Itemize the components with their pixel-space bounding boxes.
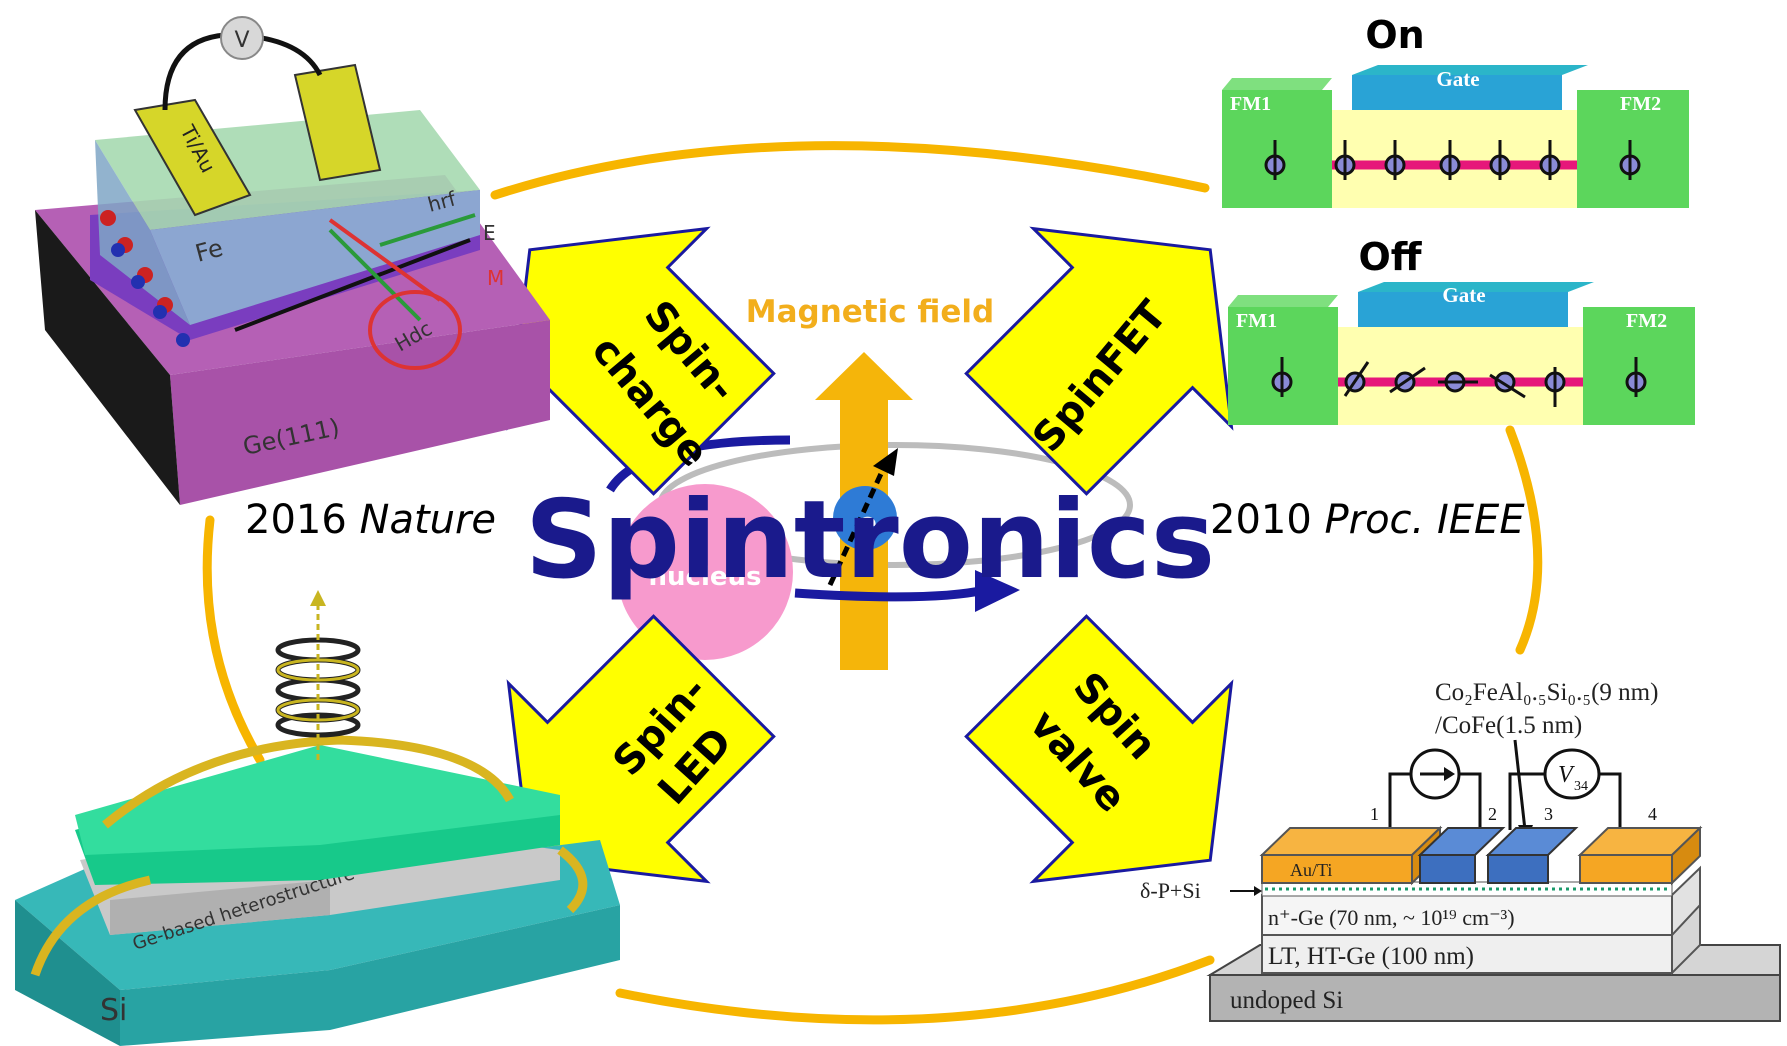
- ti-au-contact-left: [133, 98, 252, 217]
- ring-arc-left: [202, 515, 265, 765]
- lt-ht-ge-label: LT, HT-Ge (100 nm): [1268, 943, 1474, 970]
- fm2-off-label: FM2: [1626, 310, 1667, 332]
- electron: [833, 486, 897, 550]
- ti-au-contact-right: [293, 63, 382, 182]
- spin-arrow-shaft: [827, 463, 888, 587]
- ring-arc-right: [1505, 425, 1543, 655]
- ring-contact-top: [102, 735, 514, 829]
- fm2-on-label: FM2: [1620, 93, 1661, 115]
- contact-1: 1: [1370, 804, 1379, 824]
- fe-film-side: [95, 140, 190, 325]
- si-substrate-front-right: [120, 905, 620, 1046]
- fm1-on-label: FM1: [1230, 93, 1271, 115]
- atom-diagram: nucleus Magnetic field e: [606, 294, 1133, 670]
- gate-off-label: Gate: [1442, 283, 1485, 307]
- magnetic-field-head: [815, 352, 913, 400]
- spinfet-on-label: On: [1365, 13, 1424, 57]
- arrow-spin-led: [506, 614, 776, 884]
- orbit-arrow-lower: [794, 585, 986, 602]
- citation-left-year: 2016: [245, 497, 347, 543]
- nucleus: [617, 484, 793, 660]
- citation-left: 2016 Nature: [245, 497, 496, 543]
- hetero-green-cap: [75, 745, 560, 855]
- spinfet-on-device: FM1 Gate FM2: [1222, 65, 1689, 208]
- spinfet-off-label: Off: [1358, 235, 1422, 279]
- voltmeter-icon: [1543, 748, 1601, 800]
- voltmeter-label: V: [234, 28, 249, 53]
- fm1-on: [1222, 90, 1332, 208]
- hdc-loop: [368, 290, 462, 370]
- spintronics-title: Spintronics: [525, 478, 1215, 603]
- orbit-arrowhead: [975, 570, 1020, 612]
- au-ti-contact-left: [1261, 854, 1413, 884]
- au-ti-label: Au/Ti: [1290, 860, 1332, 880]
- gate-on: [1352, 75, 1562, 110]
- undoped-si-label: undoped Si: [1230, 987, 1343, 1014]
- arrow-spin-valve: [964, 614, 1234, 884]
- contact-4: 4: [1648, 804, 1657, 824]
- ring-contact-bottom: [30, 846, 588, 977]
- ge-substrate-side: [35, 210, 180, 505]
- ge-substrate-front: [170, 320, 550, 505]
- voltmeter-v-label: V: [1558, 762, 1575, 788]
- fe-film-front: [150, 190, 480, 325]
- spin-dots: [100, 210, 190, 347]
- gate-on-label: Gate: [1436, 67, 1479, 91]
- citation-left-journal: Nature: [360, 497, 497, 543]
- rf-arrow: [328, 218, 442, 302]
- si-substrate-front: [15, 900, 120, 1046]
- ring-arc-bottom: [615, 955, 1215, 1025]
- spin-led-device: Si Ge-based heterostructure: [15, 590, 620, 1046]
- n-ge-label: n⁺-Ge (70 nm, ~ 10¹⁹ cm⁻³): [1268, 905, 1515, 930]
- spin-arrow-head: [873, 448, 898, 476]
- hrf-arrow: [379, 213, 476, 247]
- arrow-spinfet: [964, 226, 1234, 496]
- magnetic-field-label: Magnetic field: [746, 294, 994, 330]
- cfas-contact-2: [1419, 854, 1476, 884]
- hetero-gray-front: [110, 880, 330, 935]
- spin-valve-device: Co₂FeAl₀.₅Si₀.₅(9 nm) /CoFe(1.5 nm) V 34…: [1140, 679, 1781, 1022]
- e-label: E: [483, 221, 496, 245]
- nucleus-label: nucleus: [649, 562, 762, 592]
- ring-arc-top: [490, 141, 1210, 200]
- fm2-off: [1583, 307, 1695, 425]
- electron-label: e: [858, 506, 877, 539]
- au-ti-contact-right: [1579, 854, 1673, 884]
- si-label: Si: [100, 993, 127, 1028]
- lt-ht-ge-layer: [1261, 934, 1673, 974]
- e-arrow: [328, 228, 422, 322]
- delta-doping-label: δ-P+Si: [1140, 878, 1201, 903]
- n-ge-layer: [1261, 894, 1673, 936]
- citation-right-journal: Proc. IEEE: [1325, 497, 1526, 543]
- gate-off: [1358, 292, 1568, 327]
- fm2-on: [1577, 90, 1689, 208]
- electrode-material-line2: /CoFe(1.5 nm): [1435, 712, 1582, 739]
- undoped-si-front: [1209, 974, 1781, 1022]
- citation-right-year: 2010: [1210, 497, 1312, 543]
- m-label: M: [487, 266, 504, 290]
- fm1-off-label: FM1: [1236, 310, 1277, 332]
- spinfet-off-device: FM1 Gate FM2: [1228, 282, 1695, 425]
- spin-charge-device: Ge(111) Fe Ti/Au V Hdc hrf E M: [35, 16, 550, 505]
- cfas-contact-3: [1487, 854, 1549, 884]
- ring-arcs: [202, 141, 1543, 1025]
- citation-right: 2010 Proc. IEEE: [1210, 497, 1525, 543]
- voltmeter: [220, 16, 264, 60]
- m-arrow: [234, 238, 471, 332]
- coil-axis-head: [310, 590, 326, 606]
- voltmeter-v-sub: 34: [1574, 779, 1588, 794]
- measurement-wires: [1388, 739, 1622, 831]
- contact-3: 3: [1544, 804, 1553, 824]
- electrode-material-line1: Co₂FeAl₀.₅Si₀.₅(9 nm): [1435, 679, 1658, 706]
- contact-2: 2: [1488, 804, 1497, 824]
